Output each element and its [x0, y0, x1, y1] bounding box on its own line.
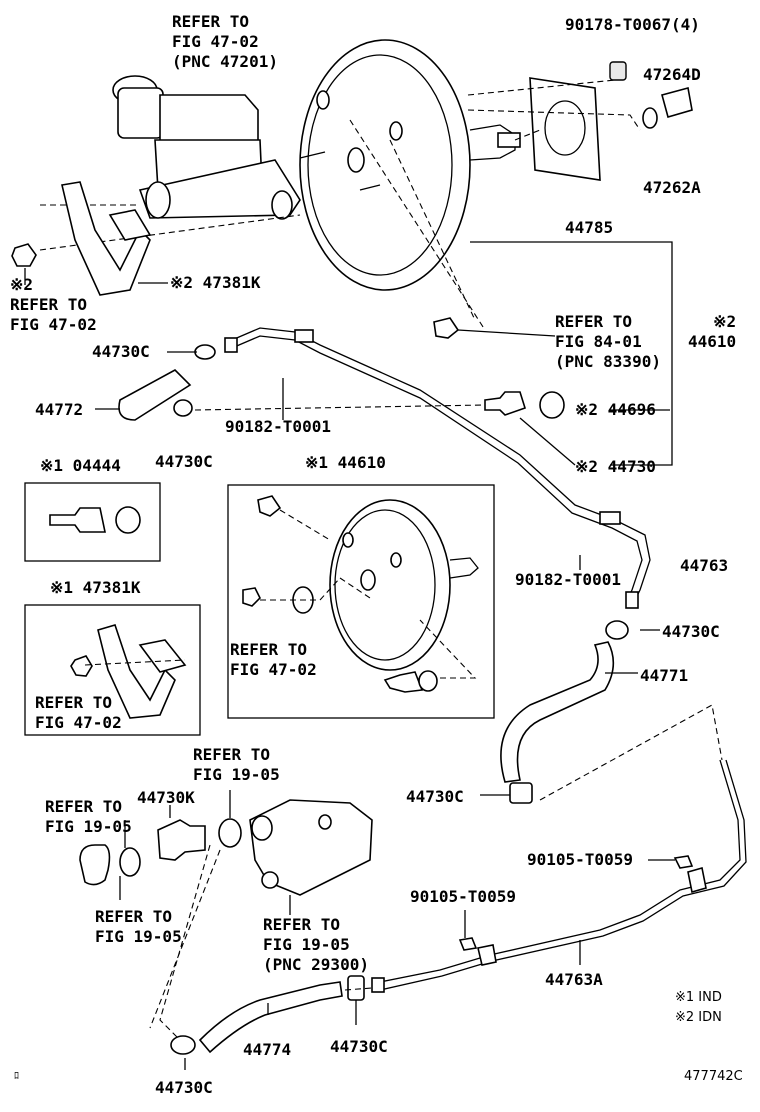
label-44730c: 44730C [155, 452, 213, 471]
legend-idn: ※2 IDN [675, 1010, 722, 1025]
clamp-44730c-top [194, 344, 216, 360]
clamp-44730c-mid [509, 782, 533, 804]
nut-left [11, 243, 37, 267]
label-44771: 44771 [640, 666, 689, 685]
ring-19-05 [119, 847, 141, 877]
nut-90178 [609, 61, 627, 81]
check-valve-44730 [484, 391, 526, 416]
legend-ind: ※1 IND [675, 990, 722, 1005]
pin-47262a [642, 107, 658, 129]
ref-fig-19-05-c: REFER TO FIG 19-05 [95, 907, 182, 946]
box-44610 [227, 484, 495, 719]
bolt-90105-a [673, 855, 694, 869]
cap-19-05 [79, 844, 111, 886]
label-90182-t0001-top: 90182-T0001 [225, 417, 331, 436]
clamp-44730c-right [605, 620, 629, 640]
ref-fig-19-05-b: REFER TO FIG 19-05 [45, 797, 132, 836]
label-44730k: 44730K [137, 788, 195, 807]
union-44730k [157, 819, 206, 861]
bolt-90105-b [458, 937, 478, 951]
label-44730c-top: 44730C [92, 342, 150, 361]
clamp-44730c [173, 399, 193, 417]
ref-fig-47-02-box3: REFER TO FIG 47-02 [35, 693, 122, 732]
label-44730c-mid: 44730C [406, 787, 464, 806]
grommet-44696 [539, 391, 565, 419]
box-title-44610: ※1 44610 [305, 453, 386, 472]
ref-fig-47-02-box2: REFER TO FIG 47-02 [230, 640, 317, 679]
ref-pnc-47201: REFER TO FIG 47-02 (PNC 47201) [172, 12, 278, 71]
label-44610-idn: ※2 44610 [688, 312, 737, 351]
box-title-04444: ※1 04444 [40, 456, 121, 475]
label-44696-idn: ※2 44696 [575, 400, 656, 419]
figure-number: 477742C [684, 1069, 743, 1084]
master-cylinder [112, 75, 381, 220]
clamp-44730c-bot2 [347, 975, 365, 1001]
label-90182-t0001-mid: 90182-T0001 [515, 570, 621, 589]
hose-44763 [224, 327, 651, 609]
valve-04444 [49, 506, 141, 534]
gasket-44785 [529, 77, 601, 181]
hose-44774 [198, 981, 343, 1054]
label-44730c-bot1: 44730C [155, 1078, 213, 1097]
label-44785: 44785 [565, 218, 614, 237]
corner-mark: ﾛ [14, 1071, 19, 1082]
box-47381k [24, 604, 201, 736]
label-44772: 44772 [35, 400, 84, 419]
sensor-83390 [433, 317, 460, 339]
ref-pnc-29300: REFER TO FIG 19-05 (PNC 29300) [263, 915, 369, 974]
brake-booster [299, 39, 521, 291]
ref-fig-19-05-a: REFER TO FIG 19-05 [193, 745, 280, 784]
booster-44610-kit [242, 495, 479, 693]
bracket-47381k [61, 181, 152, 296]
box-04444 [24, 482, 161, 562]
hose-44771 [500, 641, 615, 783]
label-44774: 44774 [243, 1040, 292, 1059]
ref-fig-84-01: REFER TO FIG 84-01 (PNC 83390) [555, 312, 661, 371]
label-90105-t0059-b: 90105-T0059 [410, 887, 516, 906]
label-44730c-right: 44730C [662, 622, 720, 641]
label-44763: 44763 [680, 556, 729, 575]
o-ring-pump [218, 818, 242, 848]
label-90105-t0059-a: 90105-T0059 [527, 850, 633, 869]
label-44763a: 44763A [545, 970, 603, 989]
label-90178-t0067: 90178-T0067(4) [565, 15, 700, 34]
label-47262a: 47262A [643, 178, 701, 197]
label-44730c-bot2: 44730C [330, 1037, 388, 1056]
label-47264d: 47264D [643, 65, 701, 84]
hose-44772 [118, 369, 192, 421]
ref-fig-47-02-left: ※2 REFER TO FIG 47-02 [10, 275, 97, 334]
bracket-47381k-kit [70, 624, 187, 719]
pipe-44763a [371, 759, 747, 993]
label-44730-idn: ※2 44730 [575, 457, 656, 476]
vacuum-pump [249, 799, 373, 896]
label-47381k-idn: ※2 47381K [170, 273, 261, 292]
box-title-47381k: ※1 47381K [50, 578, 141, 597]
clamp-44730c-bot1 [170, 1035, 196, 1055]
clevis-47264d [661, 87, 693, 118]
